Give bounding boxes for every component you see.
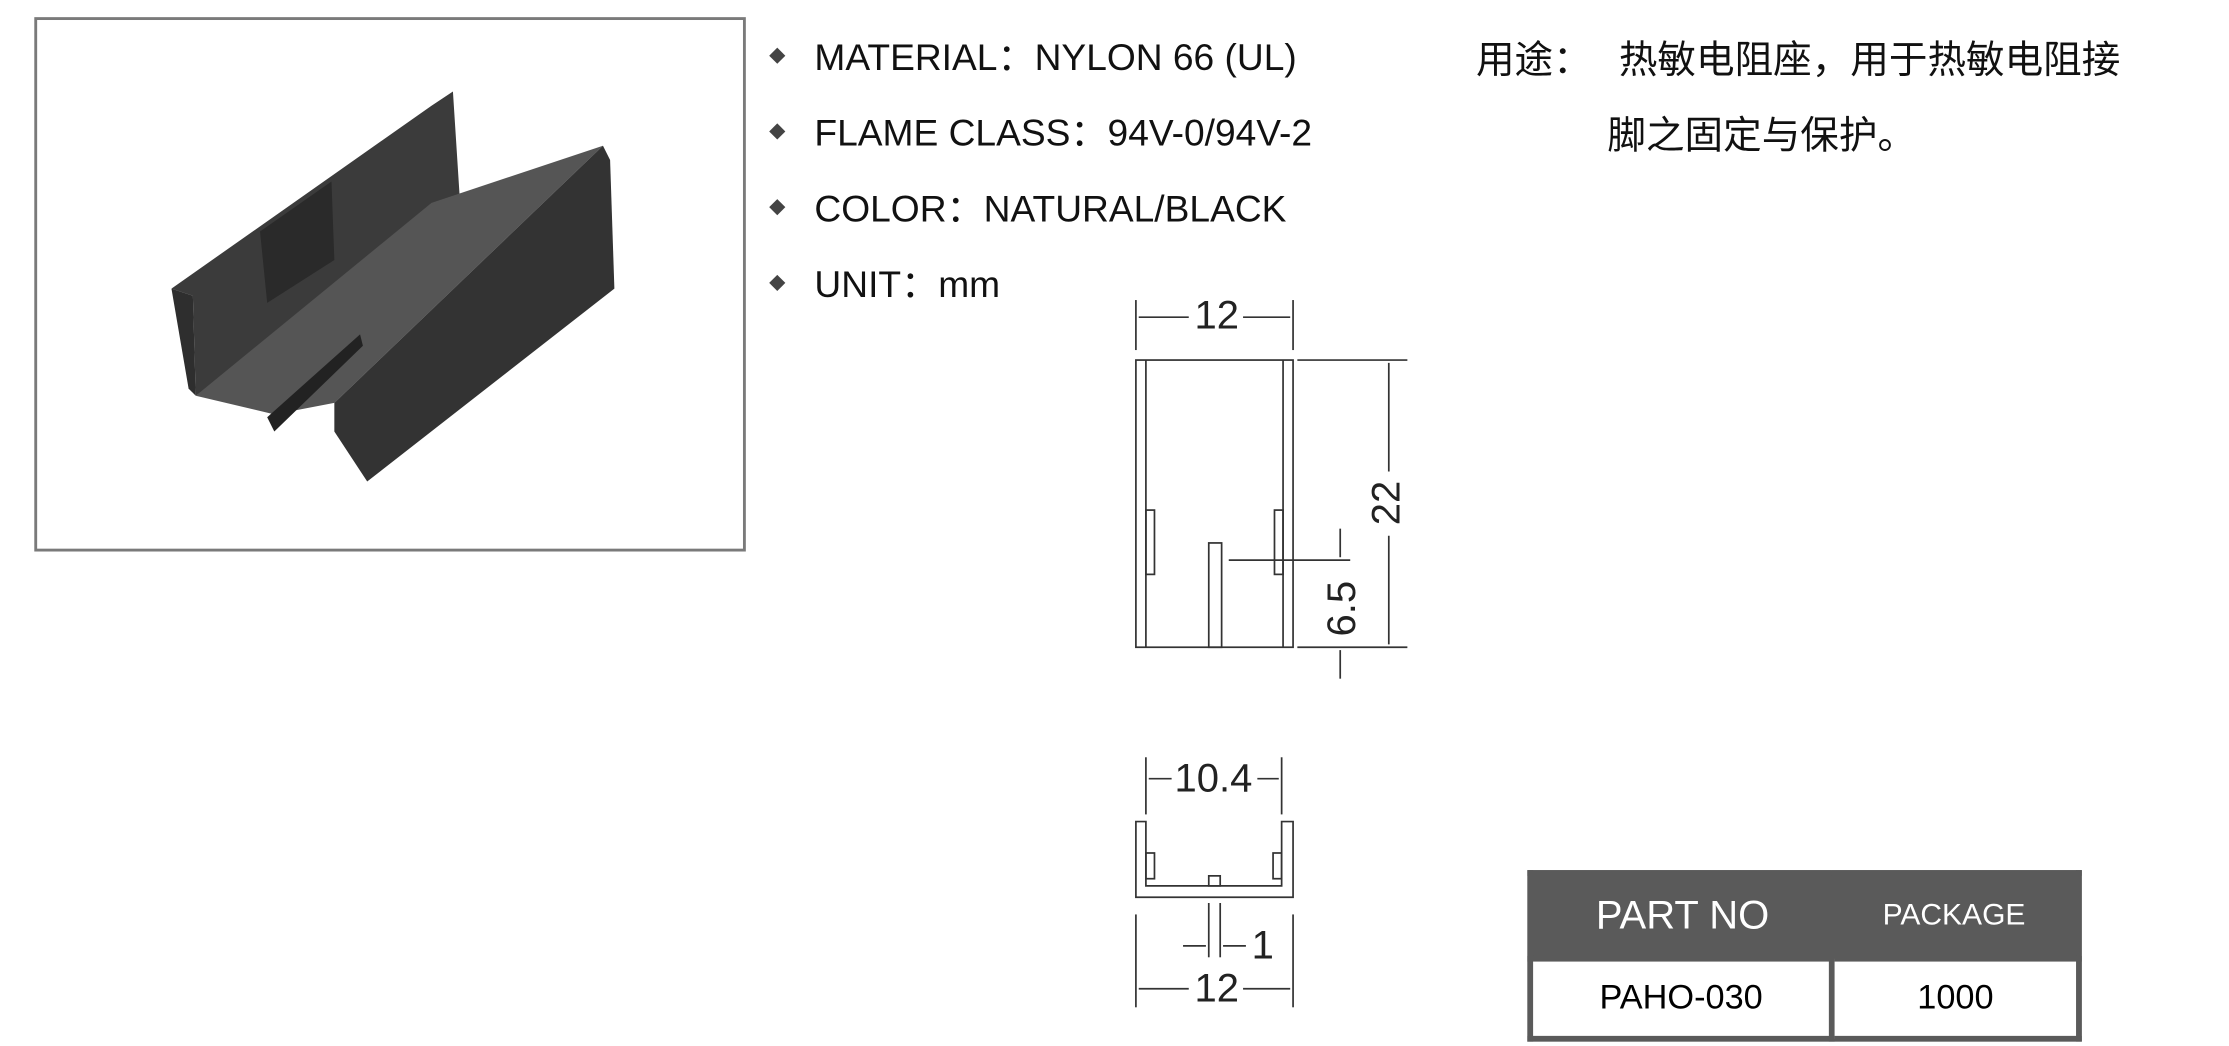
header-package: PACKAGE	[1882, 898, 2026, 932]
spec-text: UNIT：mm	[814, 262, 1001, 306]
table-row: PAHO-030 1000	[1527, 955, 2082, 1042]
dim-bottom-width: 12	[1194, 965, 1239, 1011]
spec-text: COLOR：NATURAL/BLACK	[814, 187, 1287, 231]
product-photo	[34, 17, 746, 552]
header-part-no: PART NO	[1595, 893, 1770, 938]
spec-color: COLOR：NATURAL/BLACK	[769, 180, 1287, 233]
cell-part-no: PAHO-030	[1527, 955, 1835, 1042]
usage-line-1: 热敏电阻座，用于热敏电阻接	[1618, 38, 2121, 83]
usage-label: 用途：	[1475, 38, 1592, 83]
spec-unit: UNIT：mm	[769, 256, 1001, 309]
part-table: PART NO PACKAGE PAHO-030 1000	[1527, 870, 2082, 1042]
spec-flame-class: FLAME CLASS：94V-0/94V-2	[769, 104, 1313, 157]
dim-slot: 6.5	[1319, 580, 1364, 637]
dim-inner-width: 10.4	[1174, 755, 1253, 801]
usage-line-2: 脚之固定与保护。	[1607, 114, 1917, 159]
cell-package: 1000	[1829, 955, 2082, 1042]
spec-material: MATERIAL：NYLON 66 (UL)	[769, 29, 1297, 82]
spec-text: FLAME CLASS：94V-0/94V-2	[814, 111, 1313, 155]
spec-text: MATERIAL：NYLON 66 (UL)	[814, 35, 1297, 79]
dim-height: 22	[1363, 480, 1409, 526]
dim-top-width: 12	[1194, 292, 1239, 338]
dim-gap: 1	[1251, 923, 1274, 968]
thermistor-holder-image	[171, 91, 615, 482]
